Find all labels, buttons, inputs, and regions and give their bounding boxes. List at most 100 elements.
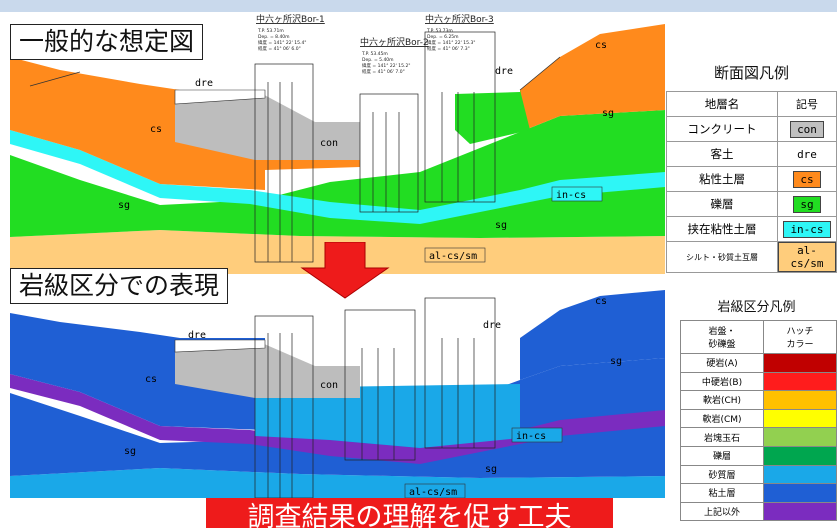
legend-rock-swatch: [763, 390, 837, 410]
legend-rock-name: 上記以外: [680, 501, 764, 522]
legend-row: コンクリート con: [666, 116, 837, 142]
label-sg-right: sg: [610, 356, 622, 367]
con-fill: [175, 90, 360, 160]
title-general: 一般的な想定図: [10, 24, 204, 60]
borehole-1-header: 中六ヶ所沢Bor-1 T.P. 53.71m Dep. = 8.40m 緯度 =…: [256, 13, 325, 52]
borehole-2-name: 中六ヶ所沢Bor-2: [360, 36, 429, 48]
borehole-1-info-0: T.P. 53.71m: [257, 28, 284, 34]
legend-row-code: cs: [793, 170, 821, 188]
in-cs-layer: [10, 374, 665, 464]
section-diagram-top: cs cs dre dre con sg sg sg in-cs al-cs/s…: [0, 12, 665, 274]
legend-row-name: 挟在粘性土層: [666, 216, 778, 242]
borehole-2-info-3: 経度 = 41° 06' 7.0": [362, 68, 405, 75]
legend-row-name: 客土: [666, 141, 778, 167]
header-strip: [0, 0, 837, 12]
label-in-cs: in-cs: [556, 190, 586, 201]
legend-row: 客土 dre: [666, 141, 837, 167]
bottom-banner: 調査結果の理解を促す工夫: [206, 498, 613, 528]
borehole-3-info-1: Dep. = 6.25m: [427, 34, 459, 40]
legend-rock-swatch: [763, 483, 837, 503]
legend-rock-swatch: [763, 371, 837, 392]
legend-rock-name: 礫層: [680, 445, 764, 466]
legend-row: シルト・砂質土互層 al-cs/sm: [666, 241, 837, 273]
legend-section-table: 地層名 記号 コンクリート con 客土 dre 粘性土層 cs 礫層 sg 挟…: [666, 91, 837, 273]
borehole-2-info-2: 緯度 = 141° 22' 15.2": [362, 62, 410, 69]
legend-rock-name: 中硬岩(B): [680, 371, 764, 392]
legend-row: 礫層 sg: [666, 191, 837, 217]
legend-row-code: al-cs/sm: [778, 242, 836, 272]
label-dre-right: dre: [495, 66, 513, 77]
section-diagram-bottom: cs cs dre dre con sg sg sg in-cs al-cs/s…: [0, 288, 665, 498]
legend-section-title: 断面図凡例: [713, 64, 789, 82]
legend-section: 断面図凡例 地層名 記号 コンクリート con 客土 dre 粘性土層 cs 礫…: [666, 62, 837, 273]
label-dre-right: dre: [483, 320, 501, 331]
legend-row-code: in-cs: [783, 220, 831, 238]
legend-row-name: コンクリート: [666, 116, 778, 142]
legend-rock-header-name: 岩盤・ 砂礫盤: [680, 320, 764, 354]
legend-rock-name: 粘土層: [680, 483, 764, 503]
legend-header-code: 記号: [777, 91, 837, 117]
borehole-2-info-0: T.P. 53.45m: [361, 51, 388, 57]
legend-rock-title: 岩級区分凡例: [717, 300, 796, 315]
cs-right-layer: [520, 24, 665, 132]
label-al: al-cs/sm: [409, 487, 457, 498]
label-cs-right: cs: [595, 296, 607, 307]
cs-right-layer: [520, 290, 665, 380]
label-sg-right: sg: [602, 108, 614, 119]
label-al: al-cs/sm: [429, 251, 477, 262]
legend-row-code: con: [790, 120, 824, 138]
borehole-1-info-3: 経度 = 41° 06' 6.0": [258, 45, 301, 52]
legend-row-name: 粘性土層: [666, 166, 778, 192]
label-cs-left: cs: [150, 124, 162, 135]
legend-rock-name: 軟岩(CM): [680, 408, 764, 429]
borehole-3-info-2: 緯度 = 141° 22' 15.3": [427, 39, 475, 46]
title-rock-class: 岩級区分での表現: [10, 268, 229, 304]
label-cs-left: cs: [145, 374, 157, 385]
legend-row: 粘性土層 cs: [666, 166, 837, 192]
legend-header-name: 地層名: [666, 91, 778, 117]
borehole-columns: [254, 31, 496, 263]
legend-rock-name: 軟岩(CH): [680, 390, 764, 410]
legend-rock-name: 硬岩(A): [680, 353, 764, 373]
legend-rock-swatch: [763, 353, 837, 373]
label-in-cs: in-cs: [516, 431, 546, 442]
borehole-3-header: 中六ヶ所沢Bor-3 T.P. 53.73m Dep. = 6.25m 緯度 =…: [425, 13, 494, 52]
legend-rock-swatch: [763, 464, 837, 485]
legend-rock-table: 岩盤・ 砂礫盤 ハッチ カラー 硬岩(A) 中硬岩(B) 軟岩(CH) 軟岩(C…: [680, 320, 837, 522]
down-arrow-icon: [300, 242, 390, 299]
borehole-1-name: 中六ヶ所沢Bor-1: [256, 13, 325, 25]
legend-rock-swatch: [763, 501, 837, 522]
label-sg-bottom: sg: [485, 464, 497, 475]
sg-lightblue: [255, 384, 520, 448]
legend-rock-swatch: [763, 427, 837, 447]
legend-row: 挟在粘性土層 in-cs: [666, 216, 837, 242]
borehole-3-info-0: T.P. 53.73m: [426, 28, 453, 34]
label-sg-left: sg: [124, 446, 136, 457]
dre-fill: [174, 89, 266, 105]
borehole-2-header: 中六ヶ所沢Bor-2 T.P. 53.45m Dep. = 5.40m 緯度 =…: [360, 36, 429, 75]
label-sg-left: sg: [118, 200, 130, 211]
dre-fill: [174, 339, 266, 353]
label-sg-bottom: sg: [495, 220, 507, 231]
legend-rock-swatch: [763, 445, 837, 466]
borehole-headers-top: 中六ヶ所沢Bor-1 T.P. 53.71m Dep. = 8.40m 緯度 =…: [256, 13, 494, 75]
borehole-1-info-1: Dep. = 8.40m: [258, 34, 290, 40]
label-dre-left: dre: [195, 78, 213, 89]
borehole-3-info-3: 経度 = 41° 06' 7.3": [427, 45, 470, 52]
legend-row-code: dre: [790, 145, 824, 163]
legend-rock-class: 岩級区分凡例 岩盤・ 砂礫盤 ハッチ カラー 硬岩(A) 中硬岩(B) 軟岩(C…: [676, 296, 837, 522]
label-con: con: [320, 380, 338, 391]
label-con: con: [320, 138, 338, 149]
borehole-1-info-2: 緯度 = 141° 22' 15.4": [258, 39, 306, 46]
label-cs-right: cs: [595, 40, 607, 51]
in-cs-layer: [10, 130, 665, 224]
white-right-upper: [440, 77, 520, 94]
legend-rock-name: 砂質層: [680, 464, 764, 485]
white-right-upper: [440, 328, 520, 344]
legend-rock-name: 岩塊玉石: [680, 427, 764, 447]
legend-rock-swatch: [763, 408, 837, 429]
legend-row-code: sg: [793, 195, 821, 213]
legend-row-name: シルト・砂質土互層: [666, 241, 778, 273]
borehole-2-info-1: Dep. = 5.40m: [362, 57, 394, 63]
legend-rock-header-color: ハッチ カラー: [763, 320, 837, 354]
